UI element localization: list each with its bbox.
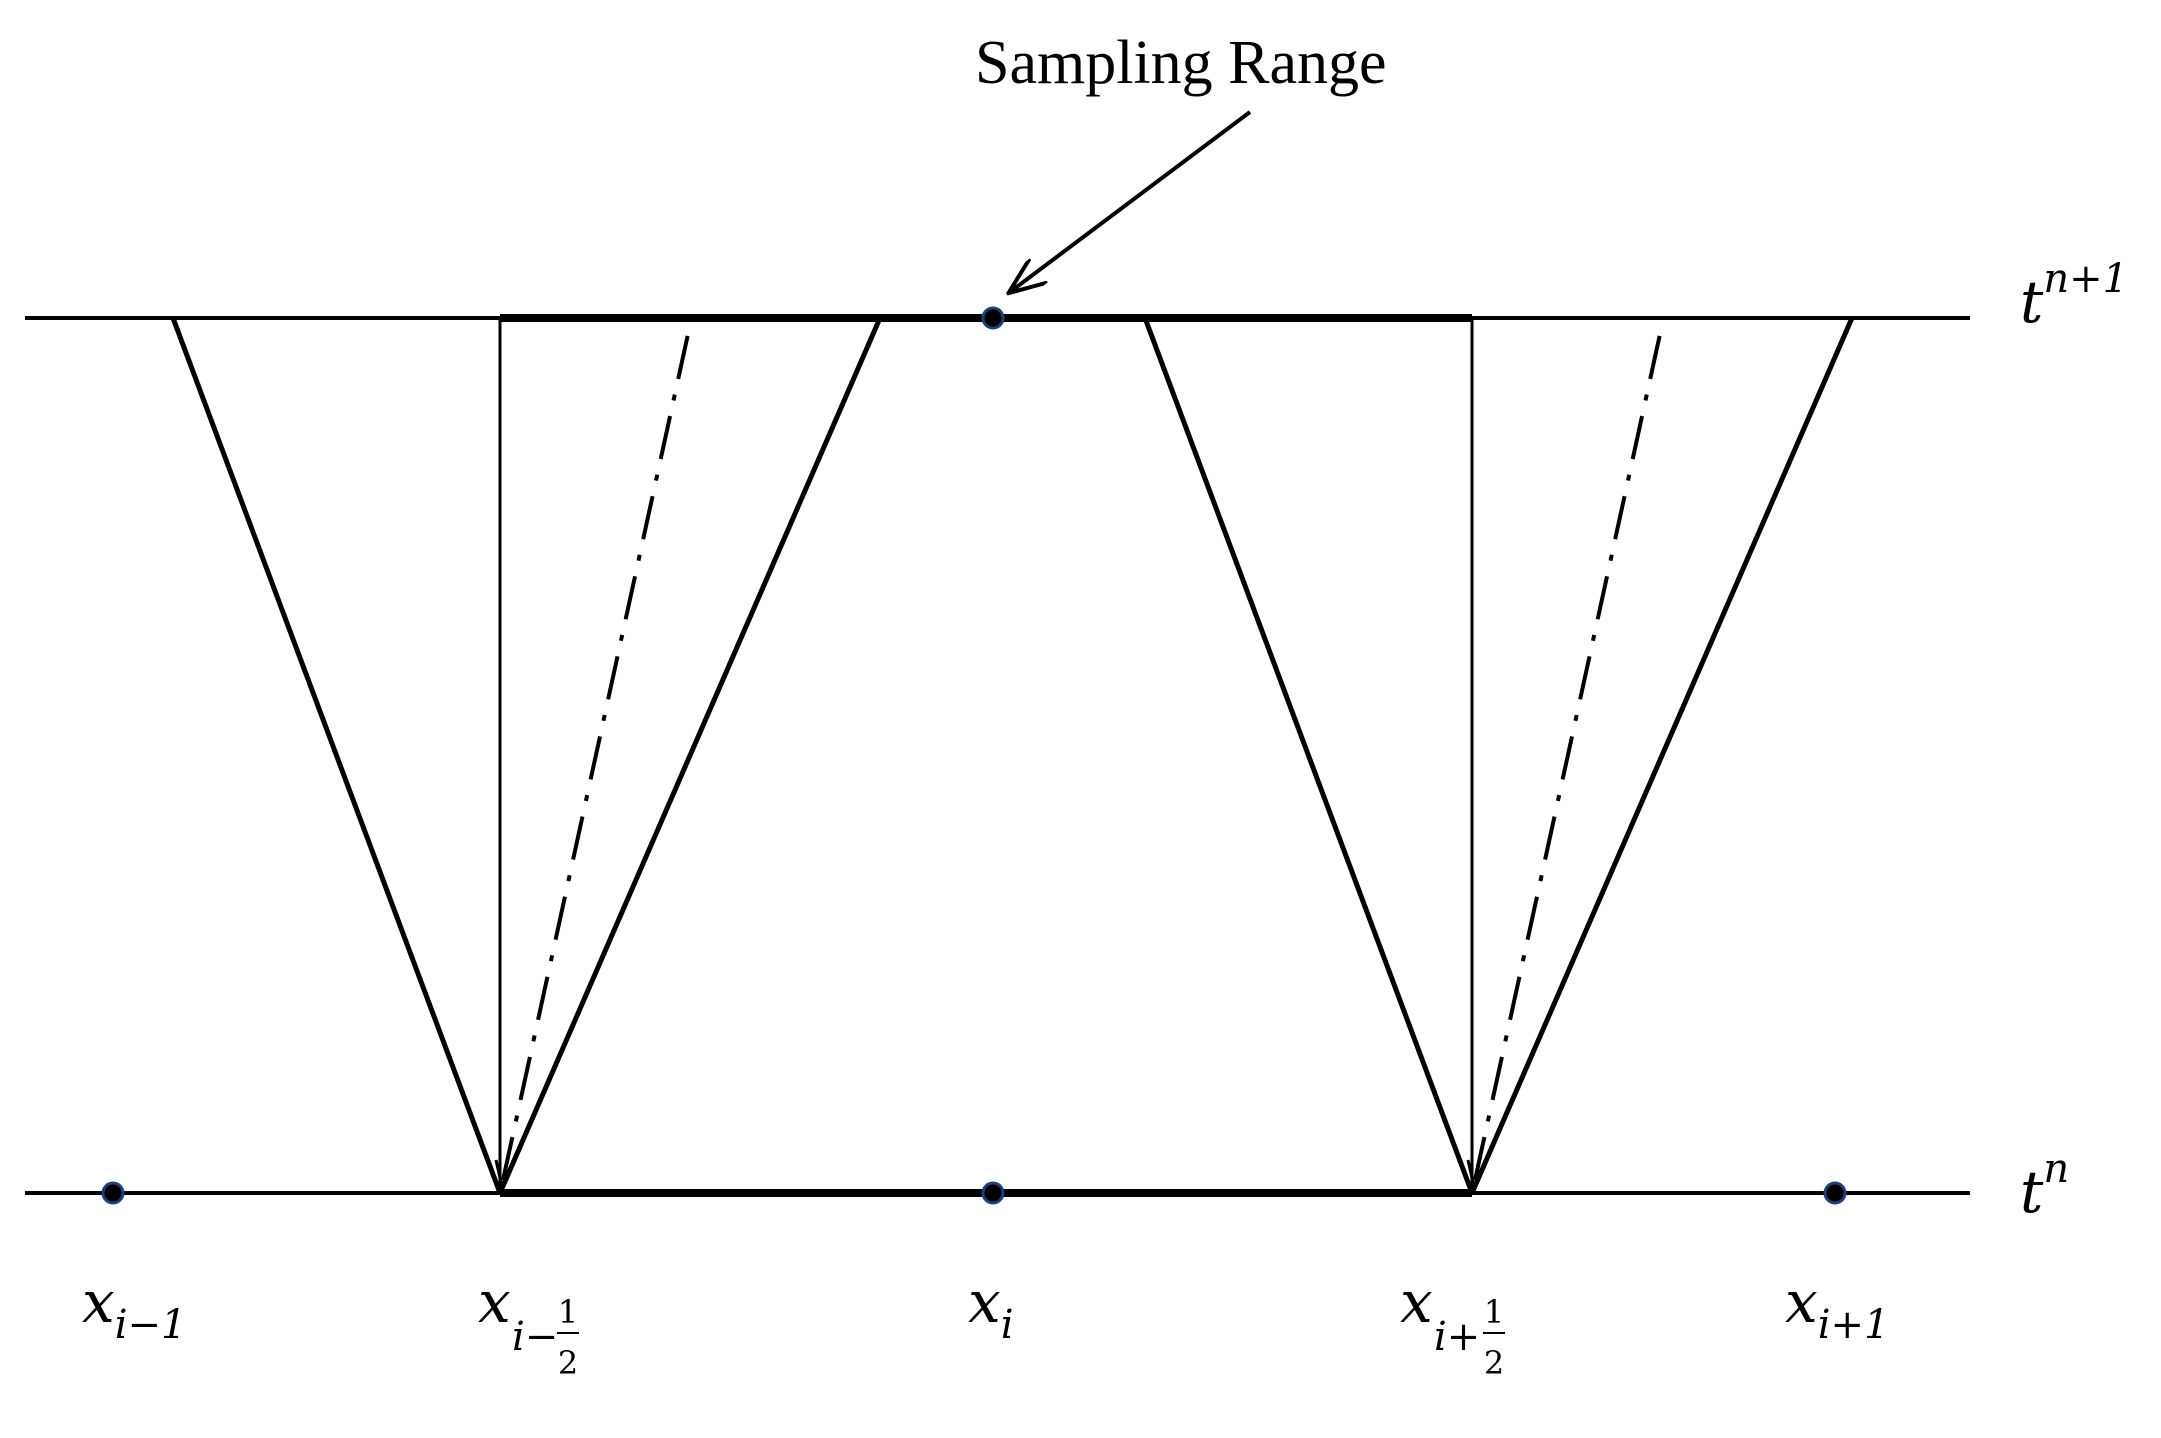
- svg-text:i−: i−: [512, 1314, 558, 1360]
- svg-text:x: x: [1400, 1268, 1433, 1336]
- node-label-x-i-minus-half: x i− 1 2: [478, 1268, 579, 1382]
- node-label-x-i-plus-1: xi+1: [1785, 1268, 1889, 1348]
- node-label-x-i: xi: [968, 1268, 1014, 1348]
- svg-text:2: 2: [1484, 1344, 1504, 1382]
- point-upper-x-i: [981, 306, 1005, 330]
- time-label-upper: tn+1: [2020, 256, 2128, 336]
- right-cone-dashdot-characteristic: [1473, 324, 1664, 1181]
- point-lower-x-i: [981, 1181, 1005, 1205]
- node-label-x-i-plus-half: x i+ 1 2: [1400, 1268, 1505, 1382]
- left-cone-left-edge: [170, 317, 503, 1194]
- time-label-lower: tn: [2020, 1146, 2069, 1226]
- sampling-range-label: Sampling Range: [975, 29, 1387, 97]
- left-cone-right-edge: [497, 317, 883, 1194]
- svg-text:i+: i+: [1434, 1314, 1480, 1360]
- svg-text:x: x: [478, 1268, 511, 1336]
- right-cone-right-edge: [1469, 317, 1855, 1194]
- left-cone-dashdot-characteristic: [501, 324, 692, 1181]
- callout-arrow: [1010, 110, 1252, 292]
- node-label-x-i-minus-1: xi−1: [82, 1268, 186, 1348]
- right-cone-left-edge: [1142, 317, 1475, 1194]
- svg-text:1: 1: [558, 1293, 578, 1331]
- svg-text:1: 1: [1484, 1293, 1504, 1331]
- right-dashdot-arrowhead: [1466, 1159, 1487, 1192]
- point-lower-x-i-minus-1: [101, 1181, 125, 1205]
- left-dashdot-arrowhead: [494, 1159, 515, 1192]
- svg-text:2: 2: [558, 1344, 578, 1382]
- point-lower-x-i-plus-1: [1823, 1181, 1847, 1205]
